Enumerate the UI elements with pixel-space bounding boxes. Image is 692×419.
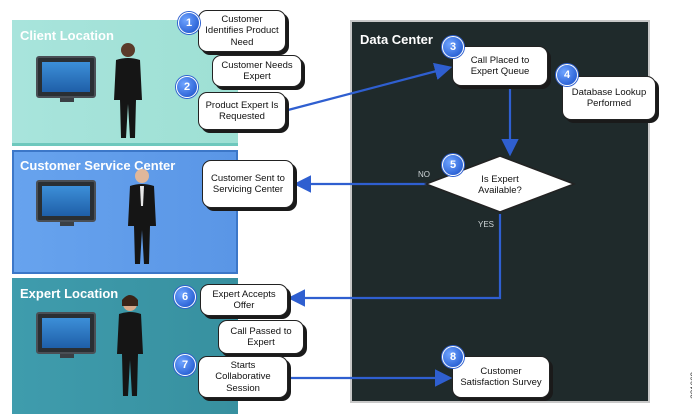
step-badge-2: 2: [176, 76, 198, 98]
expert-location-title: Expert Location: [20, 286, 119, 301]
step-badge-6: 6: [174, 286, 196, 308]
customer-person-icon: [114, 43, 142, 138]
arrow-request-to-queue: [287, 62, 453, 112]
callout-database-lookup: Database Lookup Performed: [562, 76, 656, 120]
callout-customer-needs-expert: Customer Needs Expert: [212, 55, 302, 87]
step-badge-4: 4: [556, 64, 578, 86]
callout-product-expert-requested: Product Expert Is Requested: [198, 92, 286, 130]
customer-service-center-title: Customer Service Center: [20, 158, 176, 173]
video-monitor-icon: [36, 312, 96, 358]
callout-customer-identifies-need: Customer Identifies Product Need: [198, 10, 286, 52]
callout-satisfaction-survey: Customer Satisfaction Survey: [452, 356, 550, 398]
step-badge-1: 1: [178, 12, 200, 34]
callout-collaborative-session: Starts Collaborative Session: [198, 356, 288, 398]
callout-expert-accepts-offer: Expert Accepts Offer: [200, 284, 288, 316]
customer-service-center-panel: Customer Service Center: [12, 150, 238, 274]
data-center-title: Data Center: [360, 32, 433, 47]
callout-call-passed-to-expert: Call Passed to Expert: [218, 320, 304, 354]
client-location-title: Client Location: [20, 28, 114, 43]
decision-label: Is Expert Available?: [478, 173, 522, 197]
arrow-yes-to-expert: [287, 214, 502, 307]
step-badge-3: 3: [442, 36, 464, 58]
no-label: NO: [418, 170, 430, 179]
yes-label: YES: [478, 220, 495, 229]
service-agent-person-icon: [128, 169, 156, 264]
expert-person-icon: [117, 295, 143, 396]
video-monitor-icon: [36, 180, 96, 226]
video-monitor-icon: [36, 56, 96, 102]
step-badge-5: 5: [442, 154, 464, 176]
callout-call-placed-to-queue: Call Placed to Expert Queue: [452, 46, 548, 86]
step-badge-8: 8: [442, 346, 464, 368]
step-badge-7: 7: [174, 354, 196, 376]
callout-customer-sent-to-center: Customer Sent to Servicing Center: [202, 160, 294, 208]
